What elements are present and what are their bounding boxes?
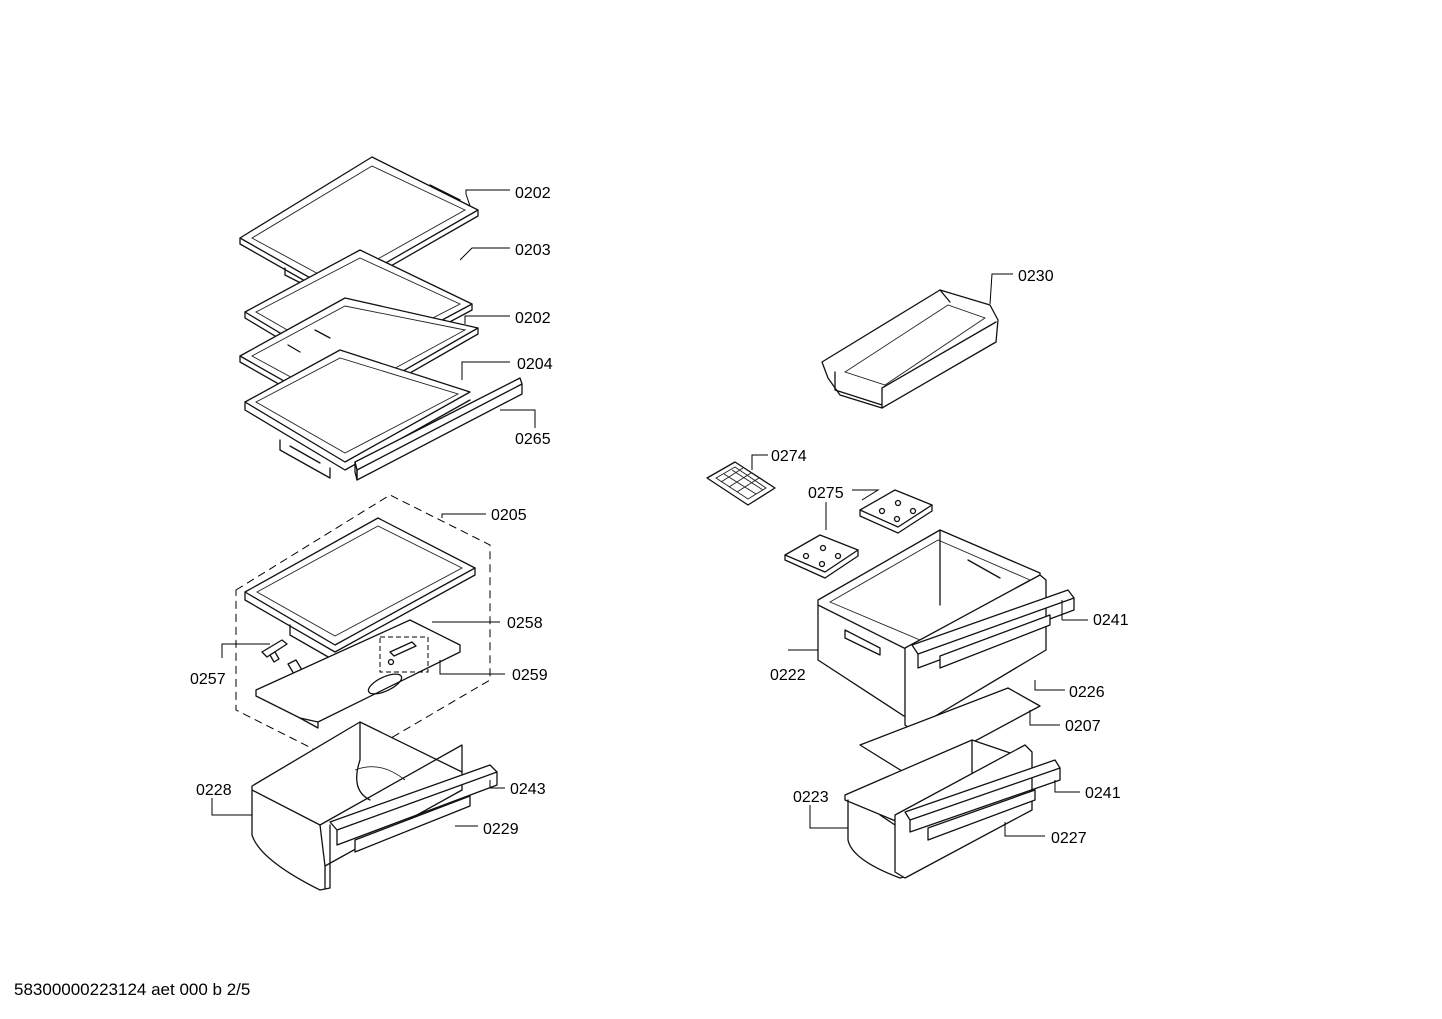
door-shelf-0230 <box>821 289 999 409</box>
hinge-parts-0257 <box>261 639 303 675</box>
detail-box-0258 <box>379 636 429 673</box>
drawer-front-0227 <box>894 744 1061 879</box>
shelf-0202-top <box>239 156 479 299</box>
drawer-front-0226 <box>904 574 1075 731</box>
drawing-reference-footer: 58300000223124 aet 000 b 2/5 <box>14 980 251 999</box>
trim-strip-0265 <box>354 377 523 481</box>
label-0241-upper: 0241 <box>1093 612 1129 629</box>
label-0265: 0265 <box>515 431 551 448</box>
cool-pack-0275-a <box>784 534 859 579</box>
label-0204: 0204 <box>517 356 553 373</box>
label-0257: 0257 <box>190 671 226 688</box>
label-0222: 0222 <box>770 667 806 684</box>
label-0229: 0229 <box>483 821 519 838</box>
label-0228: 0228 <box>196 782 232 799</box>
label-0243: 0243 <box>510 781 546 798</box>
label-0202-middle: 0202 <box>515 310 551 327</box>
crisper-drawer-0228 <box>251 721 498 891</box>
label-0226: 0226 <box>1069 684 1105 701</box>
leader-lines <box>211 189 1088 837</box>
label-0205: 0205 <box>491 507 527 524</box>
clip-0258 <box>387 641 417 666</box>
assembly-boundary-0205 <box>235 494 491 766</box>
label-0274: 0274 <box>771 448 807 465</box>
divider-plate-0207 <box>859 687 1041 777</box>
label-0230: 0230 <box>1018 268 1054 285</box>
label-0207: 0207 <box>1065 718 1101 735</box>
label-0202-top: 0202 <box>515 185 551 202</box>
label-0259: 0259 <box>512 667 548 684</box>
ice-tray-0274 <box>706 461 776 506</box>
label-0258: 0258 <box>507 615 543 632</box>
crisper-lid-0259 <box>255 619 461 729</box>
shelf-0205 <box>244 517 476 659</box>
label-0241-lower: 0241 <box>1085 785 1121 802</box>
label-0203: 0203 <box>515 242 551 259</box>
label-0275: 0275 <box>808 485 844 502</box>
cool-pack-0275-b <box>859 489 933 534</box>
label-0227: 0227 <box>1051 830 1087 847</box>
label-0223: 0223 <box>793 789 829 806</box>
